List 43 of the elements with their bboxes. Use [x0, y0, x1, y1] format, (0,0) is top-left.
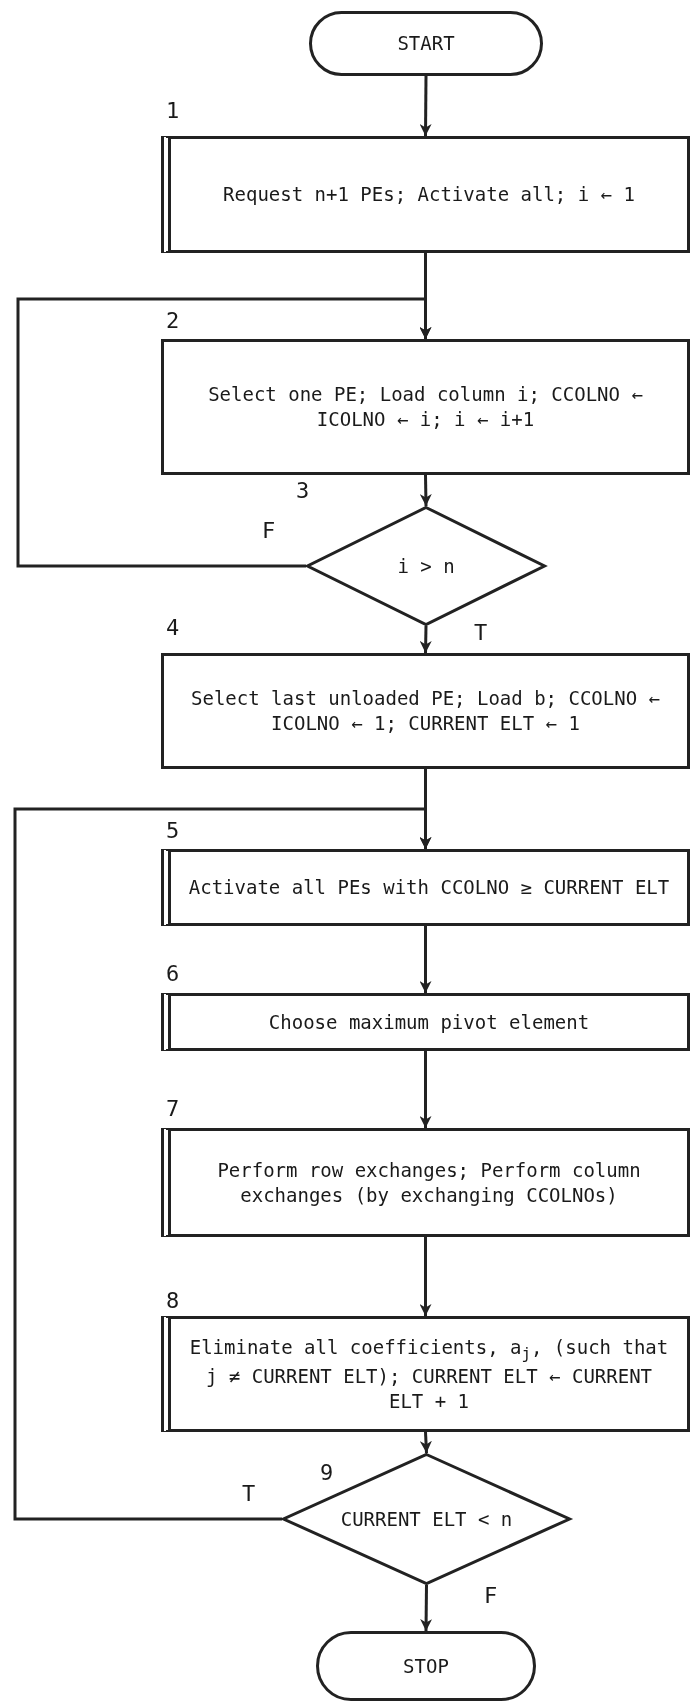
flow-arrow [419, 926, 432, 993]
edge-label: T [242, 1483, 256, 1505]
flow-arrow [419, 76, 432, 136]
flow-arrow [419, 1051, 432, 1128]
decision-diamond [282, 1453, 571, 1585]
process-box [161, 849, 690, 926]
process-box [161, 339, 690, 475]
step-text: Request n+1 PEs; Activate all; i ← 1 [222, 182, 636, 207]
step-text: STOP [402, 1653, 450, 1679]
process-box [161, 653, 690, 769]
process-box [161, 1316, 690, 1432]
step-text: Select last unloaded PE; Load b; CCOLNO ← ICOLNO ← 1; CURRENT ELT ← 1 [190, 686, 661, 736]
step-number: 8 [166, 1290, 180, 1312]
decision-diamond [306, 506, 546, 626]
step-text: Perform row exchanges; Perform column exchanges (by exchanging CCOLNOs) [216, 1157, 642, 1208]
process-box [161, 993, 690, 1051]
step-number: 3 [296, 480, 310, 502]
step-number: 9 [320, 1462, 334, 1484]
flow-arrow [419, 1237, 432, 1316]
step-number: 1 [166, 100, 180, 122]
step-number: 6 [166, 963, 180, 985]
edge-label: F [262, 520, 276, 542]
flow-arrow [16, 297, 432, 568]
step-text: Activate all PEs with CCOLNO ≥ CURRENT ELT [187, 875, 671, 900]
step-number: 2 [166, 310, 180, 332]
flow-arrow [419, 474, 432, 507]
step-text: Choose maximum pivot element [267, 1009, 591, 1035]
step-number: 5 [166, 820, 180, 842]
step-text: i > n [396, 553, 456, 579]
step-text: Eliminate all coefficients, a$_{j}$, (such that j ≠ CURRENT ELT); CURRENT ELT ← CURRENT ELT + 1 [188, 1334, 670, 1414]
step-text: Select one PE; Load column i; CCOLNO ← ICOLNO ← i; i ← i+1 [207, 382, 644, 432]
edge-label: T [474, 622, 488, 644]
flow-arrow [419, 625, 432, 654]
process-box [161, 136, 690, 253]
flow-arrow [420, 1585, 433, 1631]
edge-label: F [484, 1585, 498, 1607]
process-box [161, 1128, 690, 1237]
flow-arrow [419, 1431, 432, 1454]
flow-arrow [13, 807, 432, 1521]
step-number: 4 [166, 617, 180, 639]
step-text: START [396, 31, 456, 56]
step-number: 7 [166, 1098, 180, 1120]
step-text: CURRENT ELT < n [339, 1506, 514, 1532]
